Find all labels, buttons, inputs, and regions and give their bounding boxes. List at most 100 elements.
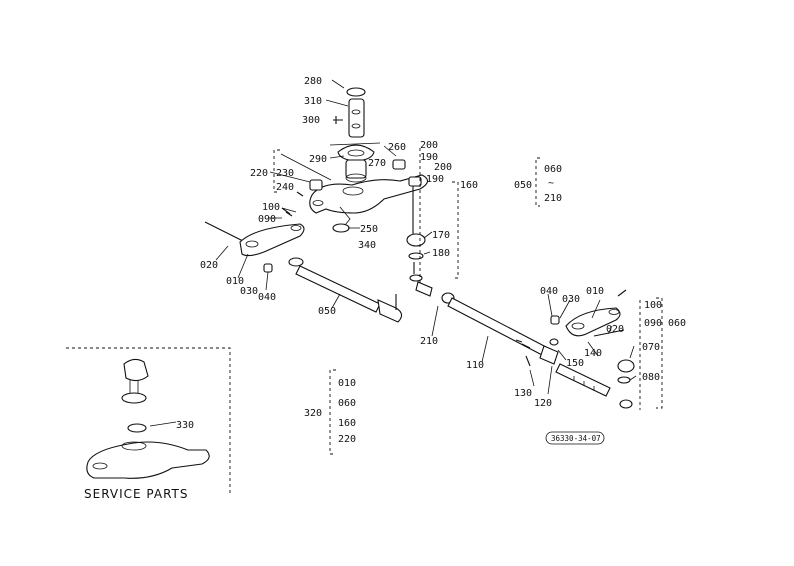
rod-end-right <box>555 363 611 397</box>
label-070: 070 <box>642 342 660 353</box>
nut-250 <box>332 223 350 233</box>
label-280: 280 <box>304 76 322 87</box>
label-090b: 090 <box>644 318 662 329</box>
boot-180 <box>408 252 424 260</box>
label-310: 310 <box>304 96 322 107</box>
label-200a: 200 <box>420 140 438 151</box>
label-020a: 020 <box>200 260 218 271</box>
washer-030-left <box>263 263 273 273</box>
rod-end-left <box>377 299 403 323</box>
label-080: 080 <box>642 372 660 383</box>
clamp-120 <box>539 345 559 365</box>
group-050: 050 060 ~ 210 <box>514 164 562 204</box>
ball-joint-070 <box>617 359 635 373</box>
label-130: 130 <box>514 388 532 399</box>
label-030b: 030 <box>562 294 580 305</box>
bracket-160 <box>452 181 459 279</box>
service-parts-inset: 330 SERVICE PARTS <box>66 347 231 501</box>
label-210a: 210 <box>420 336 438 347</box>
label-040a: 040 <box>258 292 276 303</box>
label-330: 330 <box>176 420 194 431</box>
label-260: 260 <box>388 142 406 153</box>
tie-rod-050 <box>288 257 403 323</box>
group-050-top: 060 <box>544 164 562 175</box>
label-220: 220 <box>250 168 268 179</box>
bracket-220 <box>273 149 280 193</box>
bolt-020-right <box>593 329 625 337</box>
label-340: 340 <box>358 240 376 251</box>
group-320-item-3: 160 <box>338 418 356 429</box>
bolt-130 <box>525 355 531 367</box>
label-060: 060 <box>668 318 686 329</box>
arm-010-left <box>239 223 305 257</box>
cap-280 <box>346 87 366 97</box>
label-010b: 010 <box>586 286 604 297</box>
bracket-320 <box>329 369 336 455</box>
label-120: 120 <box>534 398 552 409</box>
label-020b: 020 <box>606 324 624 335</box>
label-040b: 040 <box>540 286 558 297</box>
label-030a: 030 <box>240 286 258 297</box>
label-140: 140 <box>584 348 602 359</box>
inset-arm <box>86 441 210 479</box>
pin-310 <box>348 98 365 138</box>
label-180: 180 <box>432 248 450 259</box>
seal-330 <box>127 423 147 433</box>
bolt-300 <box>333 116 343 124</box>
seal-190 <box>392 159 406 170</box>
rod-050 <box>295 265 381 313</box>
group-320-name: 320 <box>304 408 322 419</box>
group-320-item-1: 010 <box>338 378 356 389</box>
seal-190b <box>408 176 422 187</box>
group-050-tilde: ~ <box>548 178 554 189</box>
part-labels: 280 310 300 290 270 260 200 190 200 190 … <box>200 76 686 409</box>
king-pin-assembly <box>280 87 429 233</box>
label-240: 240 <box>276 182 294 193</box>
group-320-item-2: 060 <box>338 398 356 409</box>
bolt-020-left <box>204 221 246 243</box>
rod-110 <box>447 297 549 357</box>
label-160: 160 <box>460 180 478 191</box>
label-150: 150 <box>566 358 584 369</box>
drawing-code: 36330-34-07 <box>551 434 601 443</box>
nut-150 <box>549 338 559 346</box>
label-300: 300 <box>302 115 320 126</box>
label-100b: 100 <box>644 300 662 311</box>
label-200b: 200 <box>434 162 452 173</box>
right-knuckle-arm <box>550 289 641 410</box>
label-010a: 010 <box>226 276 244 287</box>
label-290: 290 <box>309 154 327 165</box>
washer-030-right <box>550 315 560 325</box>
label-110: 110 <box>466 360 484 371</box>
label-100a: 100 <box>262 202 280 213</box>
ball-joint-170 <box>406 233 426 247</box>
bushing-230 <box>309 179 323 191</box>
label-230: 230 <box>276 168 294 179</box>
drawing-code-stamp: 36330-34-07 <box>545 431 605 445</box>
label-190a: 190 <box>420 152 438 163</box>
pin-240 <box>296 191 304 197</box>
drag-link-110 <box>415 281 633 409</box>
label-050: 050 <box>318 306 336 317</box>
inset-border <box>66 347 231 496</box>
label-270: 270 <box>368 158 386 169</box>
link-160 <box>392 148 426 288</box>
bracket-060 <box>656 297 663 409</box>
plate-290 <box>337 144 375 162</box>
group-320: 320 010 060 160 220 <box>304 378 356 445</box>
label-170: 170 <box>432 230 450 241</box>
label-090a: 090 <box>258 214 276 225</box>
group-050-bottom: 210 <box>544 193 562 204</box>
label-190b: 190 <box>426 174 444 185</box>
group-050-name: 050 <box>514 180 532 191</box>
leader-lines <box>215 79 637 395</box>
bushing <box>345 159 367 179</box>
service-parts-title: SERVICE PARTS <box>84 487 189 501</box>
boot-080 <box>617 376 631 384</box>
bracket-050 <box>535 157 540 207</box>
knuckle-arm-220 <box>309 174 429 214</box>
label-250: 250 <box>360 224 378 235</box>
group-320-item-4: 220 <box>338 434 356 445</box>
